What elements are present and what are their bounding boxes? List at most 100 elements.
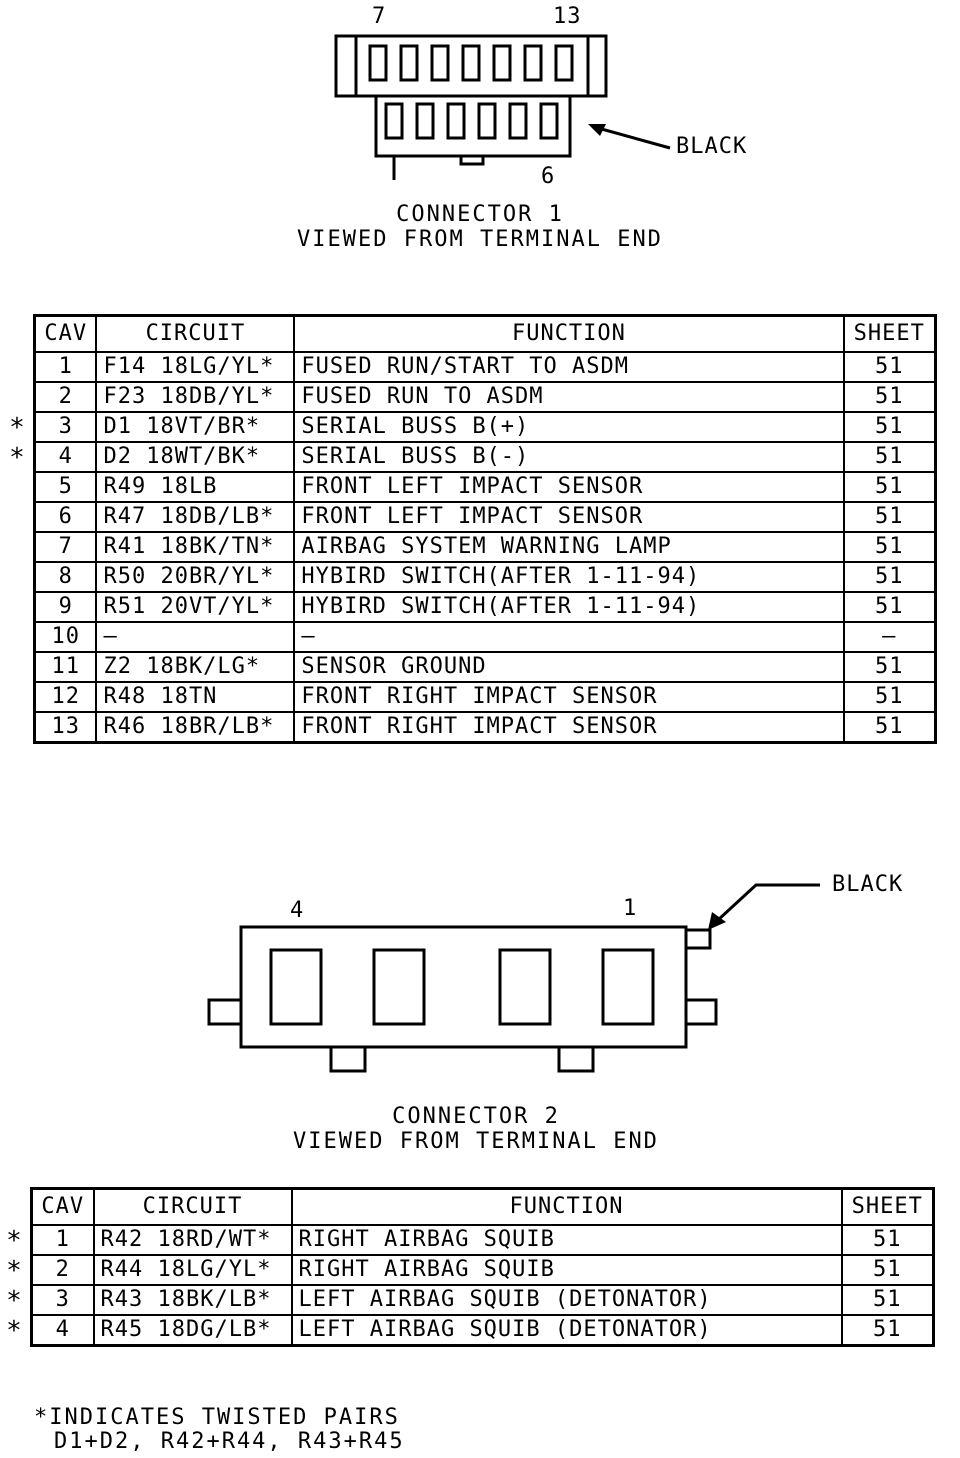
cell-circuit: Z2 18BK/LG* [95, 651, 296, 683]
cell-cav: 8 [33, 561, 98, 593]
cell-function: SENSOR GROUND [293, 651, 845, 683]
cell-sheet: 51 [840, 1314, 935, 1347]
cell-cav: 10 [33, 621, 98, 653]
cell-sheet: 51 [842, 681, 937, 713]
cell-cav: 3 [33, 411, 98, 443]
note-line-2: D1+D2, R42+R44, R43+R45 [54, 1429, 405, 1454]
table-header-row: CAV CIRCUIT FUNCTION SHEET [30, 1187, 935, 1226]
cell-function: RIGHT AIRBAG SQUIB [290, 1224, 843, 1256]
cell-sheet: 51 [842, 561, 937, 593]
connector-1-caption-title: CONNECTOR 1 [396, 202, 564, 227]
cell-cav: 9 [33, 591, 98, 623]
cell-sheet: 51 [842, 501, 937, 533]
header-function: FUNCTION [290, 1187, 843, 1226]
twisted-pair-marker: * [9, 413, 25, 443]
twisted-pair-marker: * [6, 1256, 22, 1286]
cell-cav: 1 [33, 351, 98, 383]
cell-cav: 6 [33, 501, 98, 533]
connector-1-color-label: BLACK [676, 134, 748, 159]
cell-sheet: 51 [842, 441, 937, 473]
cell-circuit: R46 18BR/LB* [95, 711, 296, 744]
connector-1-drawing [334, 34, 671, 180]
cell-cav: 4 [30, 1314, 95, 1347]
connector-2-color-label: BLACK [832, 872, 904, 897]
table-header-row: CAV CIRCUIT FUNCTION SHEET [33, 314, 937, 353]
cell-circuit: R43 18BK/LB* [92, 1284, 293, 1316]
header-cav: CAV [33, 314, 98, 353]
cell-function: SERIAL BUSS B(-) [293, 441, 845, 473]
connector-2-caption-title: CONNECTOR 2 [392, 1104, 560, 1129]
cell-function: — [293, 621, 845, 653]
cell-sheet: 51 [842, 471, 937, 503]
cell-circuit: D1 18VT/BR* [95, 411, 296, 443]
connector-2-pin-label-4: 4 [290, 898, 305, 923]
cell-circuit: F14 18LG/YL* [95, 351, 296, 383]
cell-circuit: R47 18DB/LB* [95, 501, 296, 533]
cell-cav: 13 [33, 711, 98, 744]
header-cav: CAV [30, 1187, 95, 1226]
connector-1-caption-subtitle: VIEWED FROM TERMINAL END [297, 227, 663, 252]
connector-1-caption: CONNECTOR 1 VIEWED FROM TERMINAL END [0, 202, 960, 252]
cell-circuit: D2 18WT/BK* [95, 441, 296, 473]
header-sheet: SHEET [840, 1187, 935, 1226]
cell-circuit: R45 18DG/LB* [92, 1314, 293, 1347]
connector-1-pin-label-13: 13 [553, 4, 582, 29]
cell-circuit: R50 20BR/YL* [95, 561, 296, 593]
cell-function: FUSED RUN/START TO ASDM [293, 351, 845, 383]
cell-sheet: 51 [840, 1284, 935, 1316]
connector-2-pin-label-1: 1 [623, 896, 638, 921]
cell-sheet: 51 [842, 381, 937, 413]
connector-1-pin-label-7: 7 [372, 4, 387, 29]
cell-function: RIGHT AIRBAG SQUIB [290, 1254, 843, 1286]
header-sheet: SHEET [842, 314, 937, 353]
cell-function: AIRBAG SYSTEM WARNING LAMP [293, 531, 845, 563]
cell-function: SERIAL BUSS B(+) [293, 411, 845, 443]
header-function: FUNCTION [293, 314, 845, 353]
cell-circuit: R49 18LB [95, 471, 296, 503]
cell-cav: 4 [33, 441, 98, 473]
table-row: 10——— [33, 621, 937, 653]
twisted-pair-marker: * [6, 1286, 22, 1316]
cell-sheet: 51 [842, 411, 937, 443]
cell-sheet: 51 [842, 651, 937, 683]
cell-sheet: 51 [840, 1224, 935, 1256]
connector-2-caption: CONNECTOR 2 VIEWED FROM TERMINAL END [0, 1104, 956, 1154]
header-circuit: CIRCUIT [95, 314, 296, 353]
note-line-1: *INDICATES TWISTED PAIRS [34, 1405, 400, 1430]
cell-function: HYBIRD SWITCH(AFTER 1-11-94) [293, 591, 845, 623]
cell-cav: 7 [33, 531, 98, 563]
cell-cav: 12 [33, 681, 98, 713]
cell-cav: 3 [30, 1284, 95, 1316]
cell-sheet: 51 [842, 591, 937, 623]
cell-function: FRONT RIGHT IMPACT SENSOR [293, 681, 845, 713]
cell-function: FRONT LEFT IMPACT SENSOR [293, 471, 845, 503]
twisted-pair-marker: * [6, 1226, 22, 1256]
connector-2-caption-subtitle: VIEWED FROM TERMINAL END [293, 1129, 659, 1154]
cell-function: LEFT AIRBAG SQUIB (DETONATOR) [290, 1314, 843, 1347]
cell-function: LEFT AIRBAG SQUIB (DETONATOR) [290, 1284, 843, 1316]
twisted-pair-marker: * [9, 443, 25, 473]
cell-sheet: 51 [842, 351, 937, 383]
twisted-pair-marker: * [6, 1316, 22, 1346]
cell-circuit: R42 18RD/WT* [92, 1224, 293, 1256]
cell-circuit: R51 20VT/YL* [95, 591, 296, 623]
cell-sheet: 51 [840, 1254, 935, 1286]
cell-cav: 5 [33, 471, 98, 503]
cell-cav: 1 [30, 1224, 95, 1256]
cell-circuit: R48 18TN [95, 681, 296, 713]
cell-sheet: 51 [842, 531, 937, 563]
cell-cav: 2 [30, 1254, 95, 1286]
